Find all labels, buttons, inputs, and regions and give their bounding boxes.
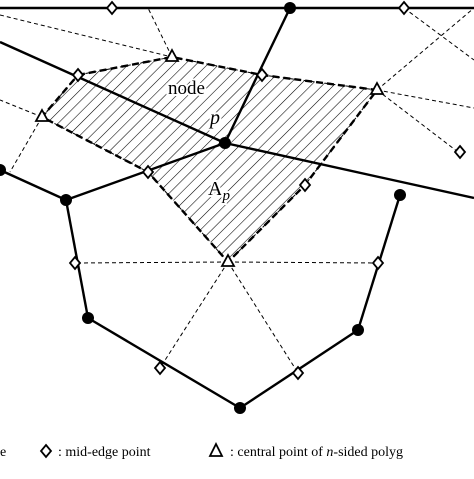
legend-item3-prefix: : central point of [230,445,326,460]
node-symbol-label: p [208,107,220,129]
area-subscript: p [221,188,230,204]
legend-item2-text: : mid-edge point [58,445,151,460]
diamond-icon [371,255,385,271]
diamond-icon [68,255,82,271]
diamond-legend-icon [39,443,53,459]
mesh-edges [0,6,474,410]
legend-item1-text: e [0,445,6,460]
diamond-icon [397,0,411,16]
mesh-nodes [0,2,406,414]
area-symbol: A [208,178,223,200]
central-points [34,48,385,267]
node-marker [234,402,246,414]
triangle-legend-icon [208,441,224,457]
legend-item3-text: : central point of n-sided polyg [230,445,403,460]
node-word-label: node [168,78,205,99]
diamond-icon [71,67,85,83]
dashed-dual-lines [0,7,474,374]
diamond-icon [153,360,167,376]
triangle-icon [369,81,385,95]
legend-item3-suffix: -sided polyg [333,445,403,460]
legend: e : mid-edge point : central point of n-… [0,441,403,460]
diamond-icon [105,0,119,16]
mid-edge-points [68,0,467,381]
node-p-marker [219,137,231,149]
area-label: Ap [208,178,230,204]
triangle-icon [164,48,180,62]
node-marker [60,194,72,206]
diamond-icon [291,365,305,381]
diamond-icon [453,144,467,160]
node-marker [352,324,364,336]
triangle-icon [34,108,50,122]
node-marker [284,2,296,14]
node-marker [82,312,94,324]
hatched-area-ap [40,55,380,264]
legend-item3-italic: n [326,445,333,460]
node-marker [0,164,6,176]
diamond-icon [298,177,312,193]
diamond-icon [255,67,269,83]
node-marker [394,189,406,201]
diamond-icon [141,164,155,180]
triangle-icon [220,253,236,267]
